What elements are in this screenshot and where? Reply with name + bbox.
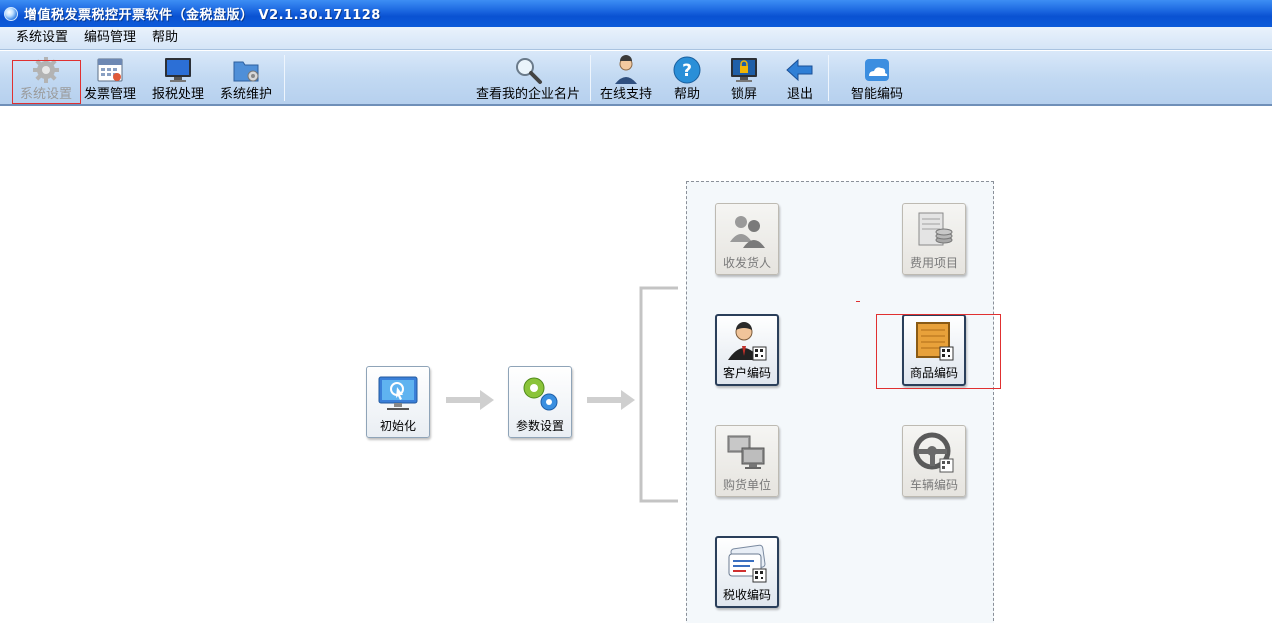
users-icon (730, 216, 765, 248)
init-label: 初始化 (379, 419, 416, 433)
online-support-label: 在线支持 (599, 87, 652, 102)
gears-icon (523, 377, 558, 411)
svg-text:?: ? (682, 61, 692, 81)
buyer-unit-label: 购货单位 (722, 478, 771, 492)
person-barcode-icon (728, 322, 767, 361)
computers-icon (727, 435, 765, 469)
support-agent-icon (615, 55, 637, 84)
magnifier-icon (516, 58, 542, 84)
invoice-management-label: 发票管理 (83, 87, 136, 102)
selection-highlight (876, 314, 1001, 389)
smart-coding-button[interactable]: 智能编码 (846, 53, 908, 103)
smart-coding-label: 智能编码 (850, 87, 903, 102)
steering-wheel-icon (913, 432, 954, 473)
tax-code-label: 税收编码 (722, 588, 771, 602)
window-title: 增值税发票税控开票软件（金税盘版） V2.1.30.171128 (24, 8, 381, 23)
vehicle-code-button[interactable]: 车辆编码 (902, 425, 966, 497)
help-icon: ? (673, 56, 701, 84)
title-bar: 增值税发票税控开票软件（金税盘版） V2.1.30.171128 (0, 0, 1272, 27)
cloud-icon (865, 59, 889, 81)
lock-screen-icon (731, 58, 757, 82)
toolbar-separator (284, 55, 285, 101)
folder-gear-icon (233, 61, 259, 82)
calendar-icon (97, 58, 123, 82)
consignee-label: 收发货人 (722, 256, 771, 270)
app-icon (4, 6, 18, 21)
product-code-button[interactable]: 商品编码 (902, 314, 966, 386)
menu-help[interactable]: 帮助 (152, 30, 179, 45)
system-settings-label: 系统设置 (19, 87, 72, 102)
lock-screen-label: 锁屏 (730, 87, 757, 102)
vehicle-code-label: 车辆编码 (909, 478, 958, 492)
view-enterprise-card-button[interactable]: 查看我的企业名片 (470, 53, 586, 103)
invoice-management-button[interactable]: 发票管理 (81, 53, 139, 103)
menu-system-settings[interactable]: 系统设置 (16, 30, 69, 45)
arrow-right-icon (446, 390, 494, 410)
params-button[interactable]: 参数设置 (508, 366, 572, 438)
expense-items-label: 费用项目 (909, 256, 958, 270)
help-button[interactable]: ? 帮助 (666, 53, 708, 103)
monitor-icon (165, 58, 191, 82)
gear-icon (33, 57, 59, 83)
online-support-button[interactable]: 在线支持 (595, 53, 657, 103)
toolbar-separator (590, 55, 591, 101)
init-button[interactable]: 初始化 (366, 366, 430, 438)
tax-report-label: 报税处理 (151, 87, 204, 102)
system-settings-button[interactable]: 系统设置 (12, 53, 80, 103)
customer-code-button[interactable]: 客户编码 (715, 314, 779, 386)
system-maintenance-button[interactable]: 系统维护 (216, 53, 276, 103)
product-code-label: 商品编码 (909, 366, 958, 380)
bracket-connector (639, 286, 678, 503)
params-label: 参数设置 (515, 419, 564, 433)
help-label: 帮助 (673, 87, 700, 102)
red-mark (856, 301, 860, 302)
lock-screen-button[interactable]: 锁屏 (724, 53, 764, 103)
tax-report-button[interactable]: 报税处理 (148, 53, 208, 103)
arrow-left-icon (786, 58, 813, 82)
toolbar-separator (828, 55, 829, 101)
menu-bar: 系统设置 编码管理 帮助 (0, 27, 1272, 50)
tickets-barcode-icon (728, 544, 767, 583)
box-barcode-icon (916, 322, 954, 361)
document-coins-icon (918, 212, 953, 246)
customer-code-label: 客户编码 (722, 366, 771, 380)
exit-label: 退出 (786, 87, 813, 102)
exit-button[interactable]: 退出 (780, 53, 820, 103)
expense-items-button[interactable]: 费用项目 (902, 203, 966, 275)
selection-highlight (12, 60, 81, 104)
buyer-unit-button[interactable]: 购货单位 (715, 425, 779, 497)
menu-code-management[interactable]: 编码管理 (84, 30, 137, 45)
tax-code-button[interactable]: 税收编码 (715, 536, 779, 608)
toolbar: 系统设置 发票管理 报税处理 系统维护 (0, 51, 1272, 106)
monitor-cursor-icon (378, 376, 418, 410)
consignee-button[interactable]: 收发货人 (715, 203, 779, 275)
view-enterprise-card-label: 查看我的企业名片 (475, 87, 580, 102)
system-maintenance-label: 系统维护 (219, 87, 272, 102)
arrow-right-icon (587, 390, 635, 410)
